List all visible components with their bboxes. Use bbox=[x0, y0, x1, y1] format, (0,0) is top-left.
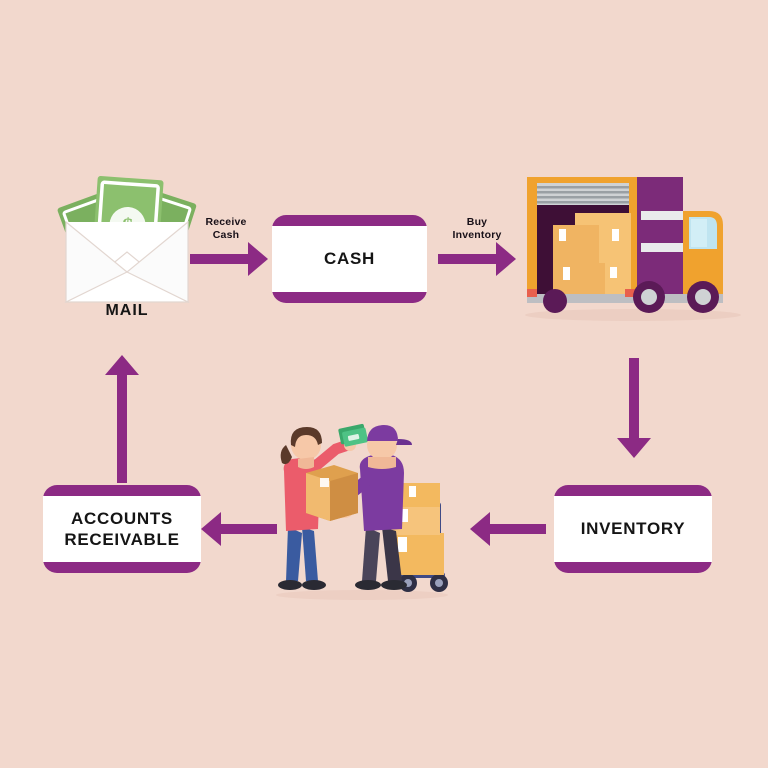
node-inventory[interactable]: INVENTORY bbox=[554, 485, 712, 573]
arrow-accounts-receivable-to-mail bbox=[105, 355, 139, 483]
node-label-line2: RECEIVABLE bbox=[64, 530, 180, 549]
arrow-head bbox=[248, 242, 268, 276]
arrow-head bbox=[617, 438, 651, 458]
arrow-shaft bbox=[117, 373, 127, 483]
node-label-line1: ACCOUNTS bbox=[71, 508, 173, 528]
node-inventory-label: INVENTORY bbox=[580, 519, 686, 539]
edge-label-receive-cash: Receive Cash bbox=[186, 216, 266, 242]
arrow-shaft bbox=[190, 254, 250, 264]
arrow-head bbox=[105, 355, 139, 375]
edge-label-line2: Cash bbox=[212, 229, 240, 242]
node-cash[interactable]: CASH bbox=[272, 215, 427, 303]
arrow-mail-to-cash bbox=[190, 242, 268, 276]
arrow-truck-to-inventory bbox=[617, 358, 651, 458]
arrow-cash-to-truck bbox=[438, 242, 516, 276]
arrow-shaft bbox=[629, 358, 639, 440]
mail-caption: MAIL bbox=[105, 302, 149, 319]
arrow-sale-to-accounts-receivable bbox=[201, 512, 277, 546]
arrow-shaft bbox=[488, 524, 546, 534]
arrow-shaft bbox=[438, 254, 498, 264]
mail-illustration: $ $ $ bbox=[57, 176, 197, 303]
arrow-head bbox=[496, 242, 516, 276]
arrow-head bbox=[201, 512, 221, 546]
node-accounts-receivable-inner bbox=[43, 496, 201, 562]
arrow-inventory-to-sale bbox=[470, 512, 546, 546]
node-inventory-inner bbox=[554, 496, 712, 562]
node-accounts-receivable[interactable]: ACCOUNTS RECEIVABLE bbox=[43, 485, 201, 573]
node-cash-label: CASH bbox=[324, 249, 375, 269]
edge-label-line2: Inventory bbox=[452, 229, 502, 242]
node-accounts-receivable-label: ACCOUNTS RECEIVABLE bbox=[64, 508, 179, 551]
edge-label-line1: Receive bbox=[205, 216, 247, 228]
edge-label-line1: Buy bbox=[466, 216, 488, 228]
edge-label-buy-inventory: Buy Inventory bbox=[434, 216, 520, 242]
arrow-shaft bbox=[219, 524, 277, 534]
delivery-truck-illustration bbox=[525, 177, 741, 321]
node-cash-inner bbox=[272, 226, 427, 292]
arrow-head bbox=[470, 512, 490, 546]
customer-payment-illustration bbox=[276, 423, 448, 600]
